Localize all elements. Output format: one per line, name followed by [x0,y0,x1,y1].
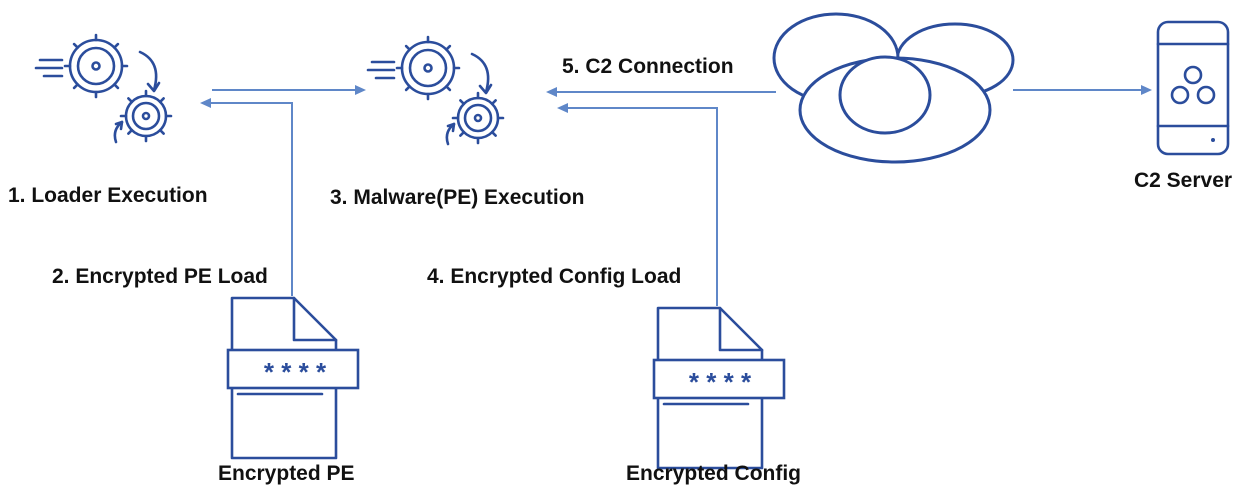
loader-gears-icon [34,33,173,144]
encrypted-config-mask: * * * * [689,367,752,397]
cloud-to-server-arrow [1013,85,1152,95]
server-icon [1156,20,1230,156]
c2-server-label: C2 Server [1134,169,1233,192]
config-load-arrow [557,103,718,306]
step3-label: 3. Malware(PE) Execution [330,186,585,209]
step4-label: 4. Encrypted Config Load [427,265,682,288]
malware-gears-icon [366,35,505,146]
cloud-icon [772,12,1015,164]
step1-label: 1. Loader Execution [8,184,208,207]
step2-label: 2. Encrypted PE Load [52,265,268,288]
c2-connection-arrow [546,87,776,97]
encrypted-pe-mask: * * * * [264,357,327,387]
encrypted-pe-label: Encrypted PE [218,462,355,485]
loader-to-malware-arrow [212,85,366,95]
pe-load-arrow [200,98,293,296]
encrypted-config-label: Encrypted Config [626,462,802,485]
step5-label: 5. C2 Connection [562,55,734,78]
